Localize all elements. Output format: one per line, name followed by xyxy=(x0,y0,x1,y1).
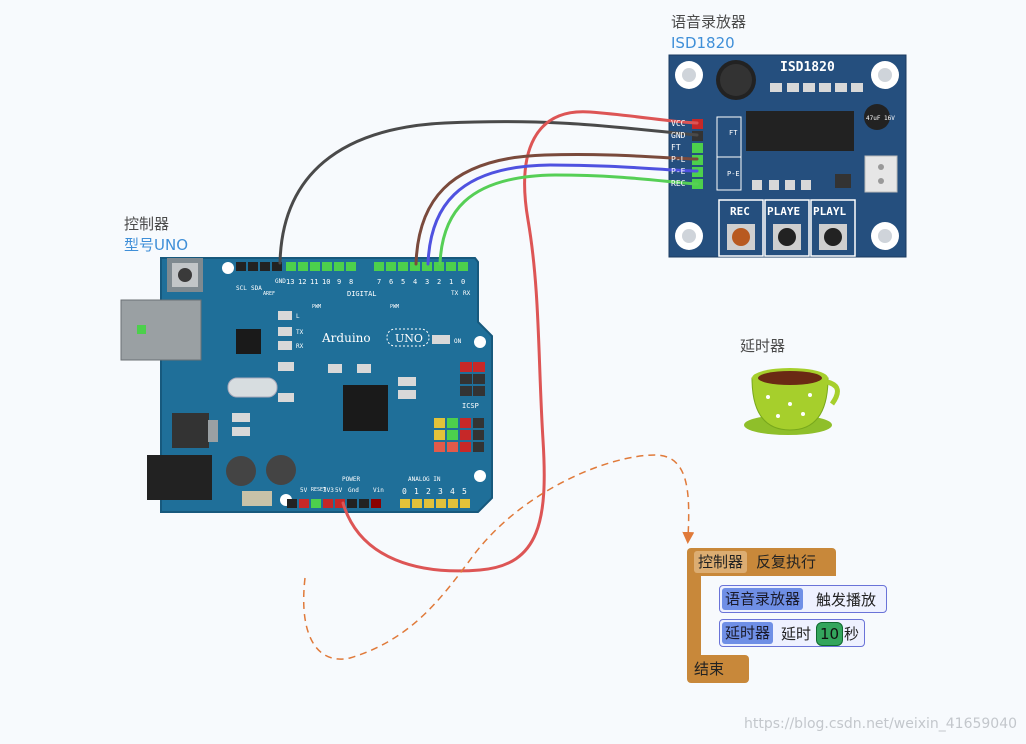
uno-pin-5: 5 xyxy=(401,278,406,286)
uno-power-vin: Vin xyxy=(373,487,384,494)
uno-rx-label: RX xyxy=(463,290,471,297)
uno-pin-10: 10 xyxy=(322,278,331,286)
uno-power-gnd: Gnd xyxy=(348,487,359,494)
flow-arrow xyxy=(303,454,695,660)
isd1820-board[interactable] xyxy=(668,54,907,258)
loop-block-arm xyxy=(687,574,701,660)
uno-pin-9: 9 xyxy=(337,278,342,286)
arduino-icsp-label: ICSP xyxy=(462,402,479,410)
wires xyxy=(278,110,699,573)
recorder-subtitle: ISD1820 xyxy=(671,34,735,52)
loop-block-end[interactable]: 结束 xyxy=(687,655,749,683)
uno-pin-6: 6 xyxy=(389,278,394,286)
isd-pin-rec: REC xyxy=(671,179,686,188)
isd-button-playe-label: PLAYE xyxy=(767,205,800,218)
uno-pwm-label-2: PWM xyxy=(390,304,400,310)
controller-title: 控制器 xyxy=(124,215,170,233)
uno-pin-2: 2 xyxy=(437,278,442,286)
arduino-analog-label: ANALOG IN xyxy=(408,476,441,483)
isd-pin-pe: P-E xyxy=(671,167,686,176)
loop-end-text: 结束 xyxy=(694,660,725,678)
isd-capacitor-label: 47uF 16V xyxy=(866,115,895,122)
statement-delay[interactable]: 延时器 延时 10 秒 xyxy=(719,619,865,647)
uno-pin-12: 12 xyxy=(298,278,307,286)
uno-pwm-label: PWM xyxy=(312,304,322,310)
uno-analog-1: 1 xyxy=(414,487,419,496)
uno-pin-11: 11 xyxy=(310,278,319,286)
isd-pin-vcc: VCC xyxy=(671,119,686,128)
uno-pin-1: 1 xyxy=(449,278,454,286)
statement-delay-target[interactable]: 延时器 xyxy=(722,622,774,644)
statement-play-target[interactable]: 语音录放器 xyxy=(722,588,804,610)
statement-play[interactable]: 语音录放器 触发播放 xyxy=(719,585,887,613)
loop-target[interactable]: 控制器 xyxy=(694,551,748,573)
arduino-power-label: POWER xyxy=(342,476,360,483)
isd-side-ft: FT xyxy=(729,129,738,137)
loop-block[interactable]: 控制器 反复执行 xyxy=(687,548,836,576)
wire-pe xyxy=(426,163,699,266)
isd-board-name: ISD1820 xyxy=(780,60,835,75)
delay-unit: 秒 xyxy=(844,625,860,643)
delay-value-input[interactable]: 10 xyxy=(816,622,844,646)
uno-power-5v-a: 5V xyxy=(300,487,308,494)
wire-rec xyxy=(438,173,699,266)
arduino-led-l: L xyxy=(296,313,300,320)
wire-gnd xyxy=(278,120,699,265)
uno-pin-3: 3 xyxy=(425,278,430,286)
uno-analog-4: 4 xyxy=(450,487,455,496)
uno-pin-scl: SCL xyxy=(236,285,247,292)
uno-pin-4: 4 xyxy=(413,278,418,286)
delay-title: 延时器 xyxy=(740,337,786,355)
controller-subtitle: 型号UNO xyxy=(124,236,189,254)
arduino-model: UNO xyxy=(395,332,423,345)
arduino-digital-label: DIGITAL xyxy=(347,290,377,298)
isd-pin-pl: P-L xyxy=(671,155,686,164)
wire-pl xyxy=(414,153,699,266)
uno-tx-label: TX xyxy=(451,290,459,297)
isd-side-pe: P-E xyxy=(727,170,740,178)
isd-button-rec-label: REC xyxy=(730,205,750,218)
uno-pin-sda: SDA xyxy=(251,285,262,292)
loop-text: 反复执行 xyxy=(756,553,817,571)
watermark: https://blog.csdn.net/weixin_41659040 xyxy=(744,716,1018,732)
uno-pin-aref: AREF xyxy=(263,291,276,297)
arduino-uno-board[interactable] xyxy=(120,257,493,513)
recorder-title: 语音录放器 xyxy=(671,13,747,31)
isd-pin-ft: FT xyxy=(671,143,681,152)
isd-button-playl-label: PLAYL xyxy=(813,205,846,218)
uno-pin-8: 8 xyxy=(349,278,354,286)
uno-pin-13: 13 xyxy=(286,278,295,286)
uno-power-5v: 5V xyxy=(335,487,343,494)
uno-power-3v3: 3V3 xyxy=(323,487,334,494)
arduino-brand: Arduino xyxy=(321,331,371,345)
uno-analog-5: 5 xyxy=(462,487,467,496)
uno-pin-gnd: GND xyxy=(275,278,286,285)
uno-power-reset: RESET xyxy=(311,487,327,493)
wire-vcc xyxy=(341,110,699,573)
uno-pin-7: 7 xyxy=(377,278,382,286)
statement-delay-action: 延时 xyxy=(781,625,812,643)
uno-analog-3: 3 xyxy=(438,487,443,496)
arduino-led-tx: TX xyxy=(296,329,304,336)
arduino-led-rx: RX xyxy=(296,343,304,350)
statement-play-action: 触发播放 xyxy=(816,591,877,609)
uno-analog-2: 2 xyxy=(426,487,431,496)
teacup-icon[interactable] xyxy=(744,368,840,435)
uno-analog-0: 0 xyxy=(402,487,407,496)
uno-pin-0: 0 xyxy=(461,278,466,286)
isd-pin-gnd: GND xyxy=(671,131,686,140)
arduino-on-label: ON xyxy=(454,338,462,345)
